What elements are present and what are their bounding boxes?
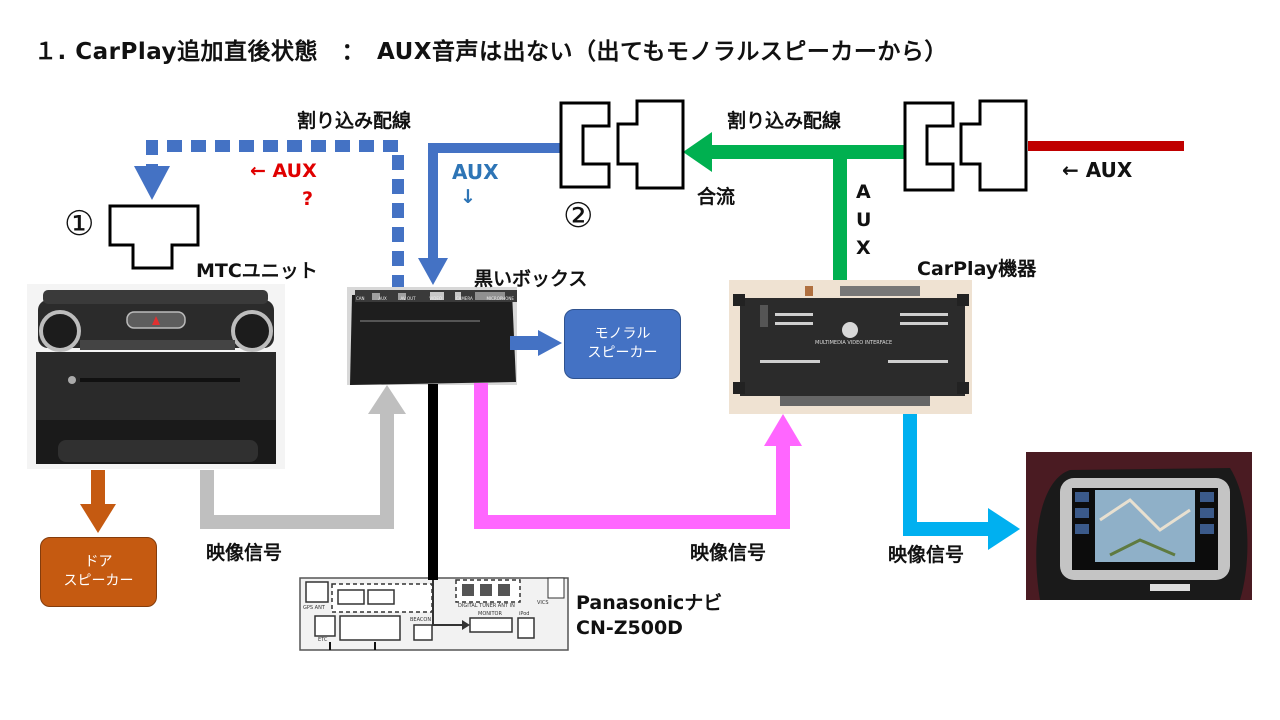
- blue-dashed-wire: [146, 140, 404, 290]
- connector-2-right: [616, 99, 685, 190]
- blue-arrowhead-to-mtc: [134, 166, 170, 200]
- car-nav-screen-image: [1026, 452, 1252, 600]
- aux-red-label-right: ← AUX: [1062, 158, 1133, 182]
- splice-label-right: 割り込み配線: [727, 110, 842, 132]
- navi-port-label: DIGITAL TUNER ANT IN: [458, 603, 515, 609]
- circle-number-2: ②: [563, 196, 594, 236]
- navi-port-label: MONITOR: [478, 611, 502, 617]
- green-aux-wire: [706, 145, 847, 280]
- aux-blue-label: AUX: [452, 160, 499, 184]
- mtc-unit-label: MTCユニット: [196, 260, 318, 282]
- black-box-image: [347, 287, 517, 385]
- connector-1: [108, 204, 200, 270]
- aux-red-label-left: ← AUX: [250, 160, 317, 182]
- orange-arrowhead: [80, 504, 116, 533]
- aux-blue-down-arrow: ↓: [460, 186, 476, 208]
- black-box-port-labels: CAN AUX AV OUT VIDEO CAMERA MICROPHONE: [356, 296, 514, 301]
- video-signal-label-2: 映像信号: [690, 542, 767, 564]
- blue-speaker-arrowhead: [538, 330, 562, 356]
- navi-name-line2: CN-Z500D: [576, 617, 683, 639]
- navi-port-label: VICS: [537, 600, 549, 606]
- question-mark: ?: [302, 188, 314, 210]
- navi-port-label: BEACON: [410, 617, 432, 623]
- blue-speaker-arrow-shaft: [510, 336, 540, 350]
- gray-arrowhead: [368, 385, 406, 414]
- aux-vertical-label: A U X: [856, 181, 872, 259]
- gray-video-wire: [200, 410, 394, 529]
- pink-video-wire: [474, 383, 790, 529]
- connector-3-right: [959, 99, 1028, 192]
- port-label: VIDEO: [429, 296, 443, 301]
- carplay-device-image: [729, 280, 972, 414]
- connector-3-left: [903, 101, 955, 192]
- carplay-device-label: CarPlay機器: [917, 258, 1037, 280]
- navi-port-label: iPod: [519, 611, 530, 617]
- port-label: CAN: [356, 296, 365, 301]
- orange-arrow-shaft: [91, 470, 105, 506]
- video-signal-label-3: 映像信号: [888, 544, 965, 566]
- navi-port-label: ETC: [318, 637, 328, 643]
- navi-monitor-arrow: [462, 620, 470, 630]
- pink-arrowhead: [764, 414, 802, 446]
- page-title: １. CarPlay追加直後状態 ： AUX音声は出ない（出てもモノラルスピーカ…: [34, 39, 948, 65]
- video-signal-label-1: 映像信号: [206, 542, 283, 564]
- navi-name-line1: Panasonicナビ: [576, 592, 723, 614]
- black-cable-thin: [432, 580, 468, 626]
- port-label: CAMERA: [455, 296, 473, 301]
- port-label: AUX: [378, 296, 387, 301]
- blue-aux-wire: [428, 143, 560, 262]
- black-box-label: 黒いボックス: [474, 268, 588, 290]
- merge-label: 合流: [697, 186, 736, 208]
- navi-port-label: GPS ANT: [303, 605, 325, 611]
- carplay-panel-text: MULTIMEDIA VIDEO INTERFACE: [815, 340, 893, 346]
- door-speaker-box: ドア スピーカー: [40, 537, 157, 607]
- splice-label-left: 割り込み配線: [297, 110, 412, 132]
- mono-speaker-box: モノラル スピーカー: [564, 309, 681, 379]
- green-arrowhead-to-connector2: [683, 132, 712, 172]
- mtc-unit-image: [27, 284, 285, 469]
- port-label: AV OUT: [400, 296, 416, 301]
- circle-number-1: ①: [64, 204, 95, 244]
- connector-2-left: [559, 101, 611, 189]
- cyan-arrowhead: [988, 508, 1020, 550]
- cyan-video-wire: [903, 414, 990, 536]
- blue-arrowhead-to-blackbox: [418, 258, 448, 285]
- port-label: MICROPHONE: [486, 296, 514, 301]
